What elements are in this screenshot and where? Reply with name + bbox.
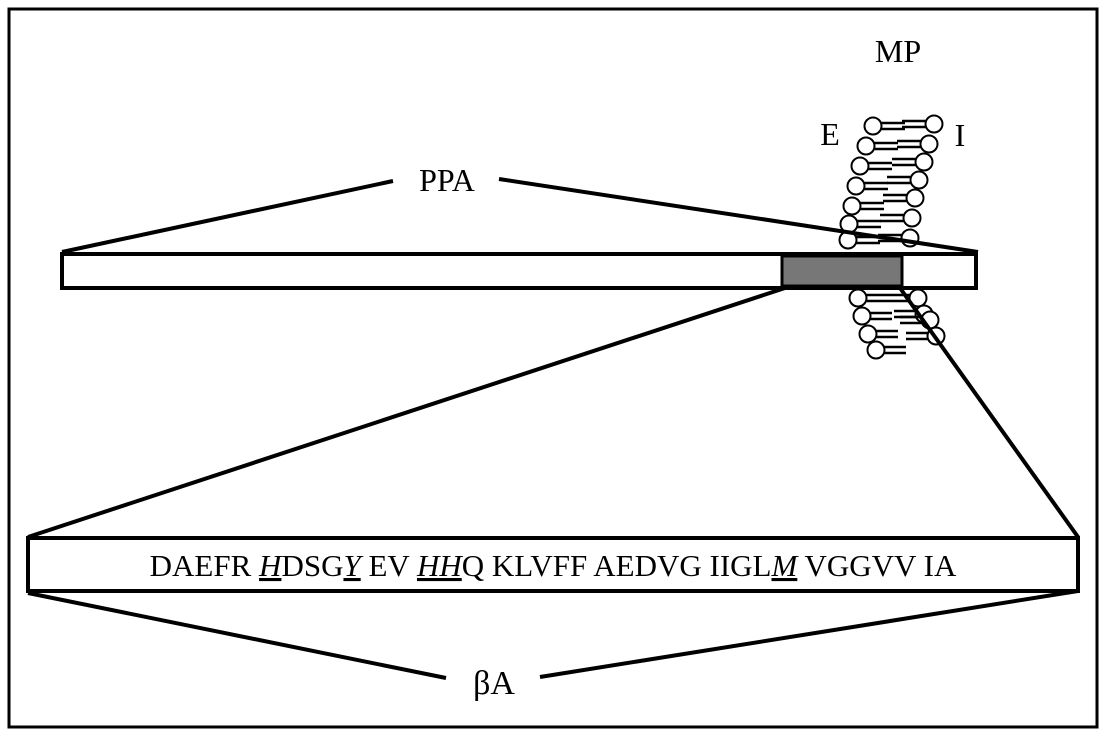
figure-frame [7, 7, 1099, 729]
ppa-connector-left [61, 179, 394, 254]
sequence-segment: Q KLVFF AEDVG IIGL [462, 548, 772, 583]
lipid-head [856, 136, 876, 156]
amyloid-beta-region [780, 254, 904, 288]
extracellular-label: E [820, 116, 840, 152]
highlighted-residue: M [770, 548, 799, 583]
sequence-segment: VGGVV IA [797, 548, 957, 583]
lipid-head [902, 208, 922, 228]
lipid-head [863, 116, 883, 136]
lipid-bilayer-lower [848, 288, 946, 360]
lipid-bilayer-upper [838, 114, 944, 250]
sequence-segment: EV [361, 548, 417, 583]
highlighted-residue: H [258, 548, 283, 583]
lipid-head [852, 306, 872, 326]
highlighted-residue: Y [343, 548, 363, 583]
lipid-head [846, 176, 866, 196]
highlighted-residue: HH [416, 548, 463, 583]
peptide-label: βA [473, 665, 515, 702]
lipid-head [914, 152, 934, 172]
intracellular-label: I [955, 117, 966, 153]
expansion-line-right [898, 286, 1080, 539]
sequence-segment: DAEFR [150, 548, 259, 583]
lipid-head [866, 340, 886, 360]
peptide-sequence-box [26, 536, 1080, 593]
lipid-head [850, 156, 870, 176]
lipid-head [909, 170, 929, 190]
lipid-head [858, 324, 878, 344]
precursor-label: PPA [419, 162, 475, 198]
lipid-head [924, 114, 944, 134]
beta-a-connector-left [27, 591, 447, 680]
ppa-connector-right [498, 177, 979, 254]
membrane-label: MP [875, 33, 921, 69]
lipid-head [905, 188, 925, 208]
peptide-sequence: DAEFR HDSGY EV HHQ KLVFF AEDVG IIGLM VGG… [150, 548, 957, 583]
beta-a-connector-right [539, 589, 1079, 679]
expansion-line-left [27, 286, 786, 539]
lipid-head [842, 196, 862, 216]
lipid-head [848, 288, 868, 308]
lipid-head [919, 134, 939, 154]
sequence-segment: DSG [281, 548, 343, 583]
